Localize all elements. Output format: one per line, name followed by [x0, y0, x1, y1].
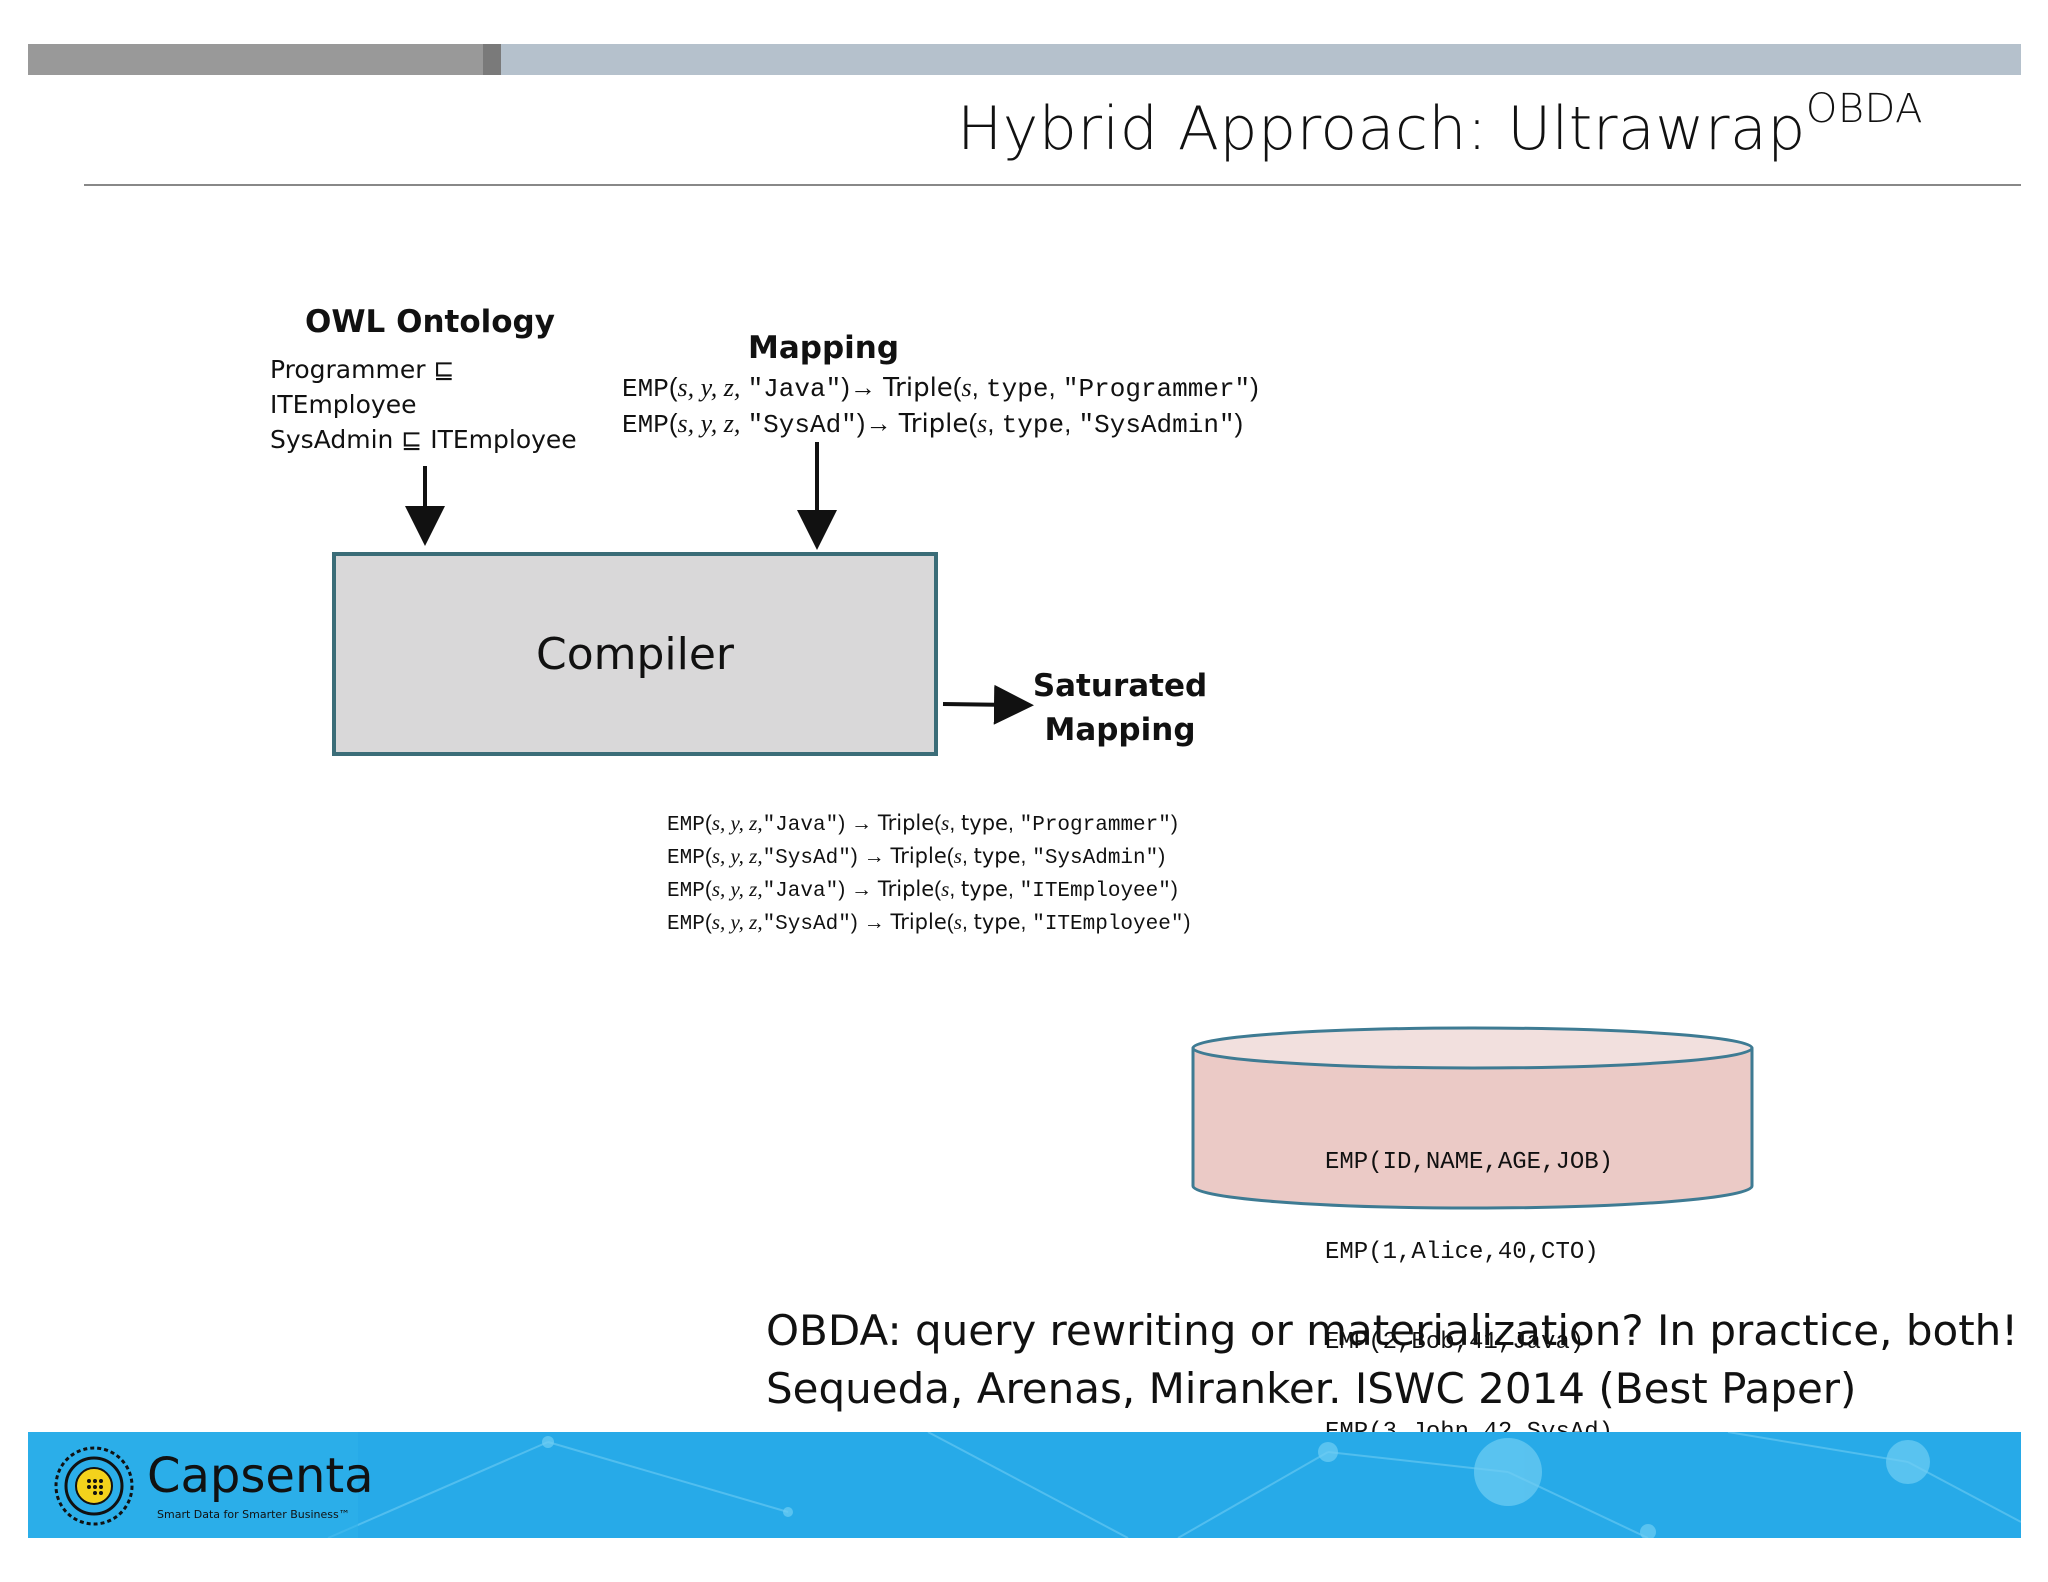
- rule-predicate: EMP: [622, 374, 669, 404]
- rule-vars: s, y, z,: [711, 877, 763, 901]
- owl-ontology-axioms: Programmer ⊑ ITEmployee SysAdmin ⊑ ITEmp…: [270, 352, 577, 457]
- rule-object: "SysAdmin": [1078, 410, 1235, 440]
- saturated-mapping-heading: Saturated Mapping: [1030, 664, 1210, 752]
- rule-predicate: EMP: [622, 410, 669, 440]
- database-body: [1191, 1048, 1754, 1210]
- database-top: [1191, 1026, 1754, 1070]
- mapping-heading: Mapping: [748, 330, 900, 366]
- rule-predicate: EMP: [667, 814, 705, 837]
- database-row: EMP(1,Alice,40,CTO): [1325, 1239, 1599, 1266]
- rule-predicate: EMP: [667, 913, 705, 936]
- capsenta-logo-tagline: Smart Data for Smarter Business™: [157, 1508, 350, 1521]
- rule-literal: "Java": [747, 374, 842, 404]
- rule-head: Triple: [890, 844, 947, 868]
- slide-title-text: Hybrid Approach: Ultrawrap: [957, 94, 1806, 164]
- rule-object: "ITEmployee": [1032, 913, 1184, 936]
- rule-vars: s, y, z,: [677, 373, 741, 402]
- database-cylinder: [1191, 1026, 1754, 1210]
- database-row: EMP(2,Bob,41,Java): [1325, 1329, 1585, 1356]
- saturated-rule: EMP(s, y, z,"SysAd") → Triple(s, type, "…: [667, 910, 1191, 936]
- saturated-rule: EMP(s, y, z,"Java") → Triple(s, type, "P…: [667, 811, 1178, 837]
- rule-predicate: EMP: [667, 847, 705, 870]
- capsenta-logo-icon: [54, 1446, 134, 1526]
- ontology-line: SysAdmin ⊑ ITEmployee: [270, 425, 577, 454]
- saturated-mapping-rules: EMP(s, y, z,"Java") → Triple(s, type, "P…: [667, 808, 1190, 940]
- saturated-rule: EMP(s, y, z,"Java") → Triple(s, type, "I…: [667, 877, 1178, 903]
- rule-predicate: EMP: [667, 880, 705, 903]
- rule-head: Triple: [877, 811, 935, 835]
- rule-literal: "SysAd": [747, 410, 857, 440]
- database-row: EMP(ID,NAME,AGE,JOB): [1325, 1149, 1614, 1176]
- header-bar-dark-segment: [28, 44, 483, 75]
- rule-literal: "Java": [762, 880, 839, 903]
- rule-vars: s, y, z,: [711, 811, 763, 835]
- compiler-to-saturated-arrow: [942, 684, 1034, 725]
- rule-literal: "SysAd": [762, 913, 851, 936]
- implies-arrow-icon: →: [863, 911, 885, 934]
- citation-line: Sequeda, Arenas, Miranker. ISWC 2014 (Be…: [766, 1364, 1857, 1413]
- saturated-heading-line: Mapping: [1044, 712, 1196, 748]
- rule-literal: "Java": [762, 814, 839, 837]
- owl-ontology-heading: OWL Ontology: [305, 304, 555, 340]
- slide-title: Hybrid Approach: UltrawrapOBDA: [957, 86, 1923, 164]
- ontology-line: Programmer ⊑: [270, 355, 455, 384]
- saturated-rule: EMP(s, y, z,"SysAd") → Triple(s, type, "…: [667, 844, 1166, 870]
- compiler-box: Compiler: [332, 552, 938, 756]
- header-bar: [28, 44, 2021, 75]
- rule-vars: s, y, z,: [711, 844, 763, 868]
- mapping-rules: EMP(s, y, z, "Java")→ Triple(s, type, "P…: [622, 370, 1259, 442]
- rule-head: Triple: [890, 910, 947, 934]
- mapping-rule: EMP(s, y, z, "SysAd")→ Triple(s, type, "…: [622, 408, 1244, 440]
- slide-title-superscript: OBDA: [1805, 86, 1923, 132]
- rule-object: "SysAdmin": [1032, 847, 1159, 870]
- rule-head: Triple: [898, 409, 969, 439]
- rule-object: "Programmer": [1019, 814, 1171, 837]
- rule-object: "Programmer": [1062, 374, 1251, 404]
- implies-arrow-icon: →: [851, 812, 873, 835]
- mapping-rule: EMP(s, y, z, "Java")→ Triple(s, type, "P…: [622, 372, 1259, 404]
- citation-line: OBDA: query rewriting or materialization…: [766, 1306, 2019, 1355]
- implies-arrow-icon: →: [865, 408, 892, 438]
- title-divider: [84, 184, 2021, 186]
- rule-head: Triple: [883, 373, 953, 403]
- implies-arrow-icon: →: [849, 372, 876, 402]
- rule-vars: s, y, z,: [711, 910, 763, 934]
- rule-literal: "SysAd": [762, 847, 851, 870]
- capsenta-logo-name: Capsenta: [147, 1448, 374, 1504]
- saturated-heading-line: Saturated: [1032, 668, 1208, 704]
- rule-vars: s, y, z,: [677, 409, 741, 438]
- header-bar-mid-segment: [483, 44, 501, 75]
- implies-arrow-icon: →: [863, 845, 885, 868]
- database-rows: EMP(ID,NAME,AGE,JOB) EMP(1,Alice,40,CTO)…: [1325, 1088, 1613, 1478]
- ontology-line: ITEmployee: [270, 390, 417, 419]
- rule-object: "ITEmployee": [1019, 880, 1171, 903]
- implies-arrow-icon: →: [851, 878, 873, 901]
- rule-head: Triple: [877, 877, 935, 901]
- citation: OBDA: query rewriting or materialization…: [766, 1302, 2018, 1418]
- compiler-label: Compiler: [535, 628, 735, 680]
